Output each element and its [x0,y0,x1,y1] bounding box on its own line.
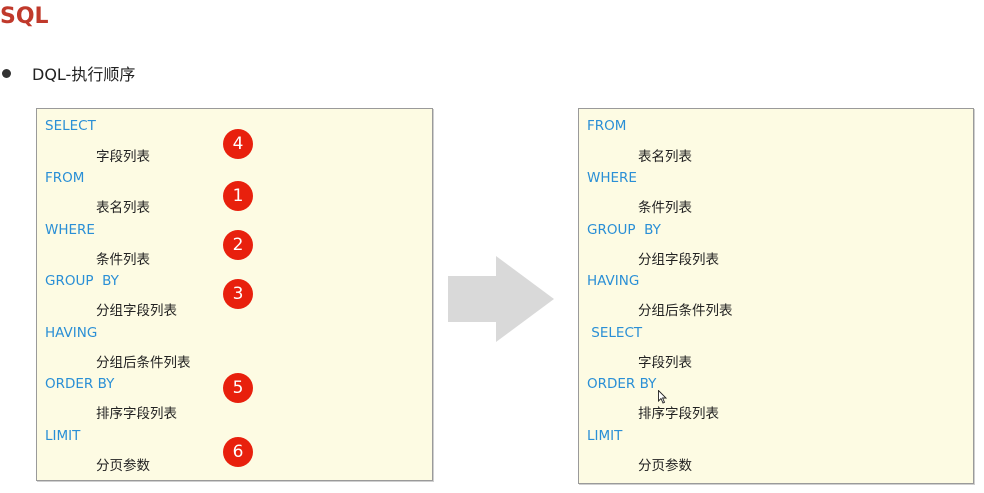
order-badge-from: 1 [223,181,253,211]
keyword-limit: LIMIT [45,428,81,444]
bullet-dot-icon [2,68,11,78]
keyword-where: WHERE [45,222,95,238]
order-badge-where: 2 [223,230,253,260]
item-sort-field-list: 排序字段列表 [96,406,177,422]
sql-syntax-panel: SELECT 字段列表 FROM 表名列表 WHERE 条件列表 GROUP B… [36,108,433,481]
item-having-condition-list: 分组后条件列表 [638,303,733,319]
arrow-right-icon [448,256,554,342]
item-field-list: 字段列表 [638,355,692,371]
order-badge-limit: 6 [223,437,253,467]
item-field-list: 字段列表 [96,149,150,165]
item-condition-list: 条件列表 [638,200,692,216]
item-group-field-list: 分组字段列表 [96,303,177,319]
keyword-limit: LIMIT [587,428,623,444]
keyword-from: FROM [587,118,627,134]
order-badge-order-by: 5 [223,373,253,403]
item-table-list: 表名列表 [638,149,692,165]
keyword-order-by: ORDER BY [45,376,115,392]
item-group-field-list: 分组字段列表 [638,252,719,268]
order-badge-select: 4 [223,129,253,159]
item-having-condition-list: 分组后条件列表 [96,355,191,371]
keyword-having: HAVING [45,325,98,341]
keyword-group-by: GROUP BY [45,273,119,289]
item-paging-params: 分页参数 [96,458,150,474]
keyword-from: FROM [45,170,85,186]
item-condition-list: 条件列表 [96,252,150,268]
item-table-list: 表名列表 [96,200,150,216]
order-badge-group-by: 3 [223,279,253,309]
keyword-select: SELECT [587,325,643,341]
keyword-order-by: ORDER BY [587,376,657,392]
keyword-where: WHERE [587,170,637,186]
item-paging-params: 分页参数 [638,458,692,474]
bullet-text: DQL-执行顺序 [32,65,136,84]
item-sort-field-list: 排序字段列表 [638,406,719,422]
execution-order-panel: FROM 表名列表 WHERE 条件列表 GROUP BY 分组字段列表 HAV… [578,108,974,484]
keyword-select: SELECT [45,118,96,134]
keyword-having: HAVING [587,273,640,289]
page-title: SQL [0,4,49,29]
bullet-row: DQL-执行顺序 [0,62,135,84]
mouse-cursor-icon [658,390,668,404]
keyword-group-by: GROUP BY [587,222,661,238]
